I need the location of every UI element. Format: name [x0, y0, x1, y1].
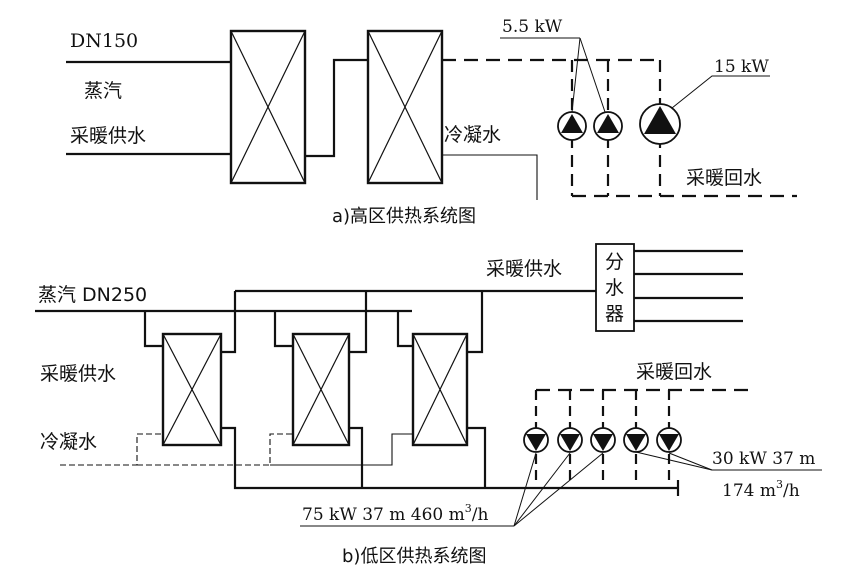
- label-pumps-right-1: 30 kW 37 m: [712, 449, 815, 469]
- manifold-box: [595, 243, 635, 332]
- steam-drop-b1: [143, 311, 163, 348]
- pump-a3: [639, 103, 681, 145]
- condensate-line-a: [442, 154, 538, 200]
- label-pumps-right-2: 174 m3/h: [722, 478, 800, 501]
- label-steam-a: 蒸汽: [84, 80, 122, 102]
- pump-b3: [590, 427, 616, 453]
- condensate-line-b1: [60, 433, 163, 466]
- heat-exchanger-a2: [366, 29, 444, 185]
- label-supply-left-b: 采暖供水: [40, 363, 116, 385]
- manifold-char-1: 分: [605, 251, 624, 273]
- label-pumps-left: 75 kW 37 m 460 m3/h: [302, 502, 488, 525]
- heat-exchanger-b2: [291, 332, 351, 447]
- steam-drop-b2: [273, 311, 293, 348]
- diagram-b: [35, 243, 752, 496]
- connect-line-a: [305, 58, 368, 158]
- leaders-a: [500, 37, 770, 113]
- pump-b2: [557, 427, 583, 453]
- pump-b1: [523, 427, 549, 453]
- label-dn150: DN150: [70, 30, 138, 52]
- pump-b4: [623, 427, 649, 453]
- return-loop-b1: [221, 426, 678, 490]
- pump-a2: [593, 111, 623, 141]
- pump-b5: [656, 427, 682, 453]
- pump-a1: [557, 111, 587, 141]
- return-loop-b3: [467, 426, 487, 488]
- supply-riser-b3: [467, 291, 484, 354]
- caption-a: a)高区供热系统图: [332, 206, 476, 227]
- manifold-char-2: 水: [605, 277, 624, 299]
- label-condensate-a: 冷凝水: [444, 124, 501, 146]
- leaders-b: [300, 451, 822, 527]
- return-loop-b2: [349, 426, 364, 488]
- caption-b: b)低区供热系统图: [342, 546, 486, 567]
- condensate-line-b3: [270, 433, 413, 466]
- label-pump-small-a: 5.5 kW: [502, 17, 563, 37]
- steam-drop-b3: [396, 311, 413, 348]
- label-pump-large-a: 15 kW: [714, 57, 769, 77]
- supply-riser-b1: [221, 291, 237, 354]
- heat-exchanger-b1: [161, 332, 223, 447]
- label-supply-top-b: 采暖供水: [486, 258, 562, 280]
- supply-riser-b2: [349, 291, 368, 354]
- label-supply-a: 采暖供水: [70, 125, 146, 147]
- label-return-b: 采暖回水: [636, 361, 712, 383]
- heat-exchanger-a1: [229, 29, 307, 185]
- condensate-line-b2: [137, 433, 293, 466]
- manifold-char-3: 器: [605, 303, 624, 325]
- label-steam-b: 蒸汽 DN250: [38, 284, 147, 306]
- label-condensate-b: 冷凝水: [40, 431, 97, 453]
- label-return-a: 采暖回水: [686, 167, 762, 189]
- heat-exchanger-b3: [411, 332, 469, 447]
